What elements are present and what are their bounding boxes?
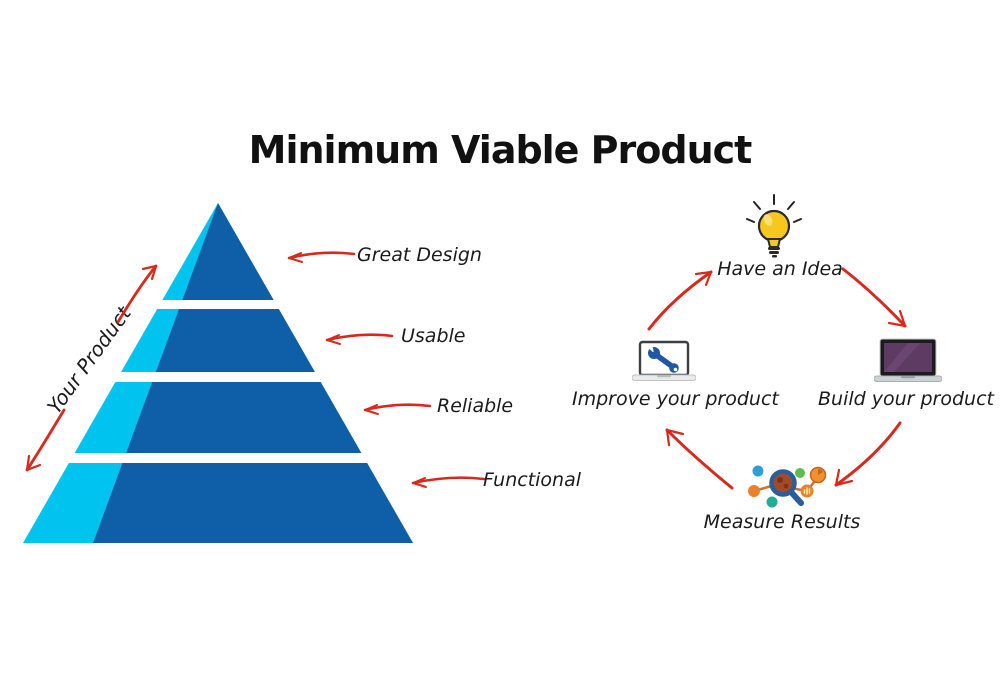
great-design-arrow <box>287 251 356 263</box>
cycle-label-have-an-idea: Have an Idea <box>717 258 843 280</box>
cycle-label-improve-your-product: Improve your product <box>572 388 779 410</box>
functional-arrow <box>411 476 486 488</box>
wrench-glyph <box>646 344 679 373</box>
layer-label-reliable: Reliable <box>437 395 514 417</box>
cycle-arrow-build-to-measure <box>834 421 902 487</box>
cycle-arrow-measure-to-improve <box>665 428 734 490</box>
page-title: Minimum Viable Product <box>248 128 753 172</box>
your-product-arrow-down <box>25 408 66 472</box>
lightbulb-icon <box>746 194 802 258</box>
laptop-wrench-icon <box>632 340 696 381</box>
reliable-arrow <box>363 403 432 415</box>
cycle-arrow-idea-to-build <box>841 267 907 328</box>
cycle-label-build-your-product: Build your product <box>818 388 994 410</box>
usable-arrow <box>325 333 394 345</box>
pyramid-divider <box>10 453 450 463</box>
layer-label-functional: Functional <box>483 469 582 491</box>
pyramid-divider <box>10 300 450 309</box>
pyramid-divider <box>10 372 450 382</box>
your-product-arrow-up <box>116 264 158 324</box>
pyramid-graphic <box>10 203 450 543</box>
cycle-arrow-improve-to-idea <box>647 270 713 331</box>
cycle-label-measure-results: Measure Results <box>703 511 861 533</box>
layer-label-great-design: Great Design <box>357 244 482 266</box>
analytics-magnifier-icon <box>748 465 827 508</box>
laptop-icon <box>874 338 942 382</box>
layer-label-usable: Usable <box>401 325 466 347</box>
